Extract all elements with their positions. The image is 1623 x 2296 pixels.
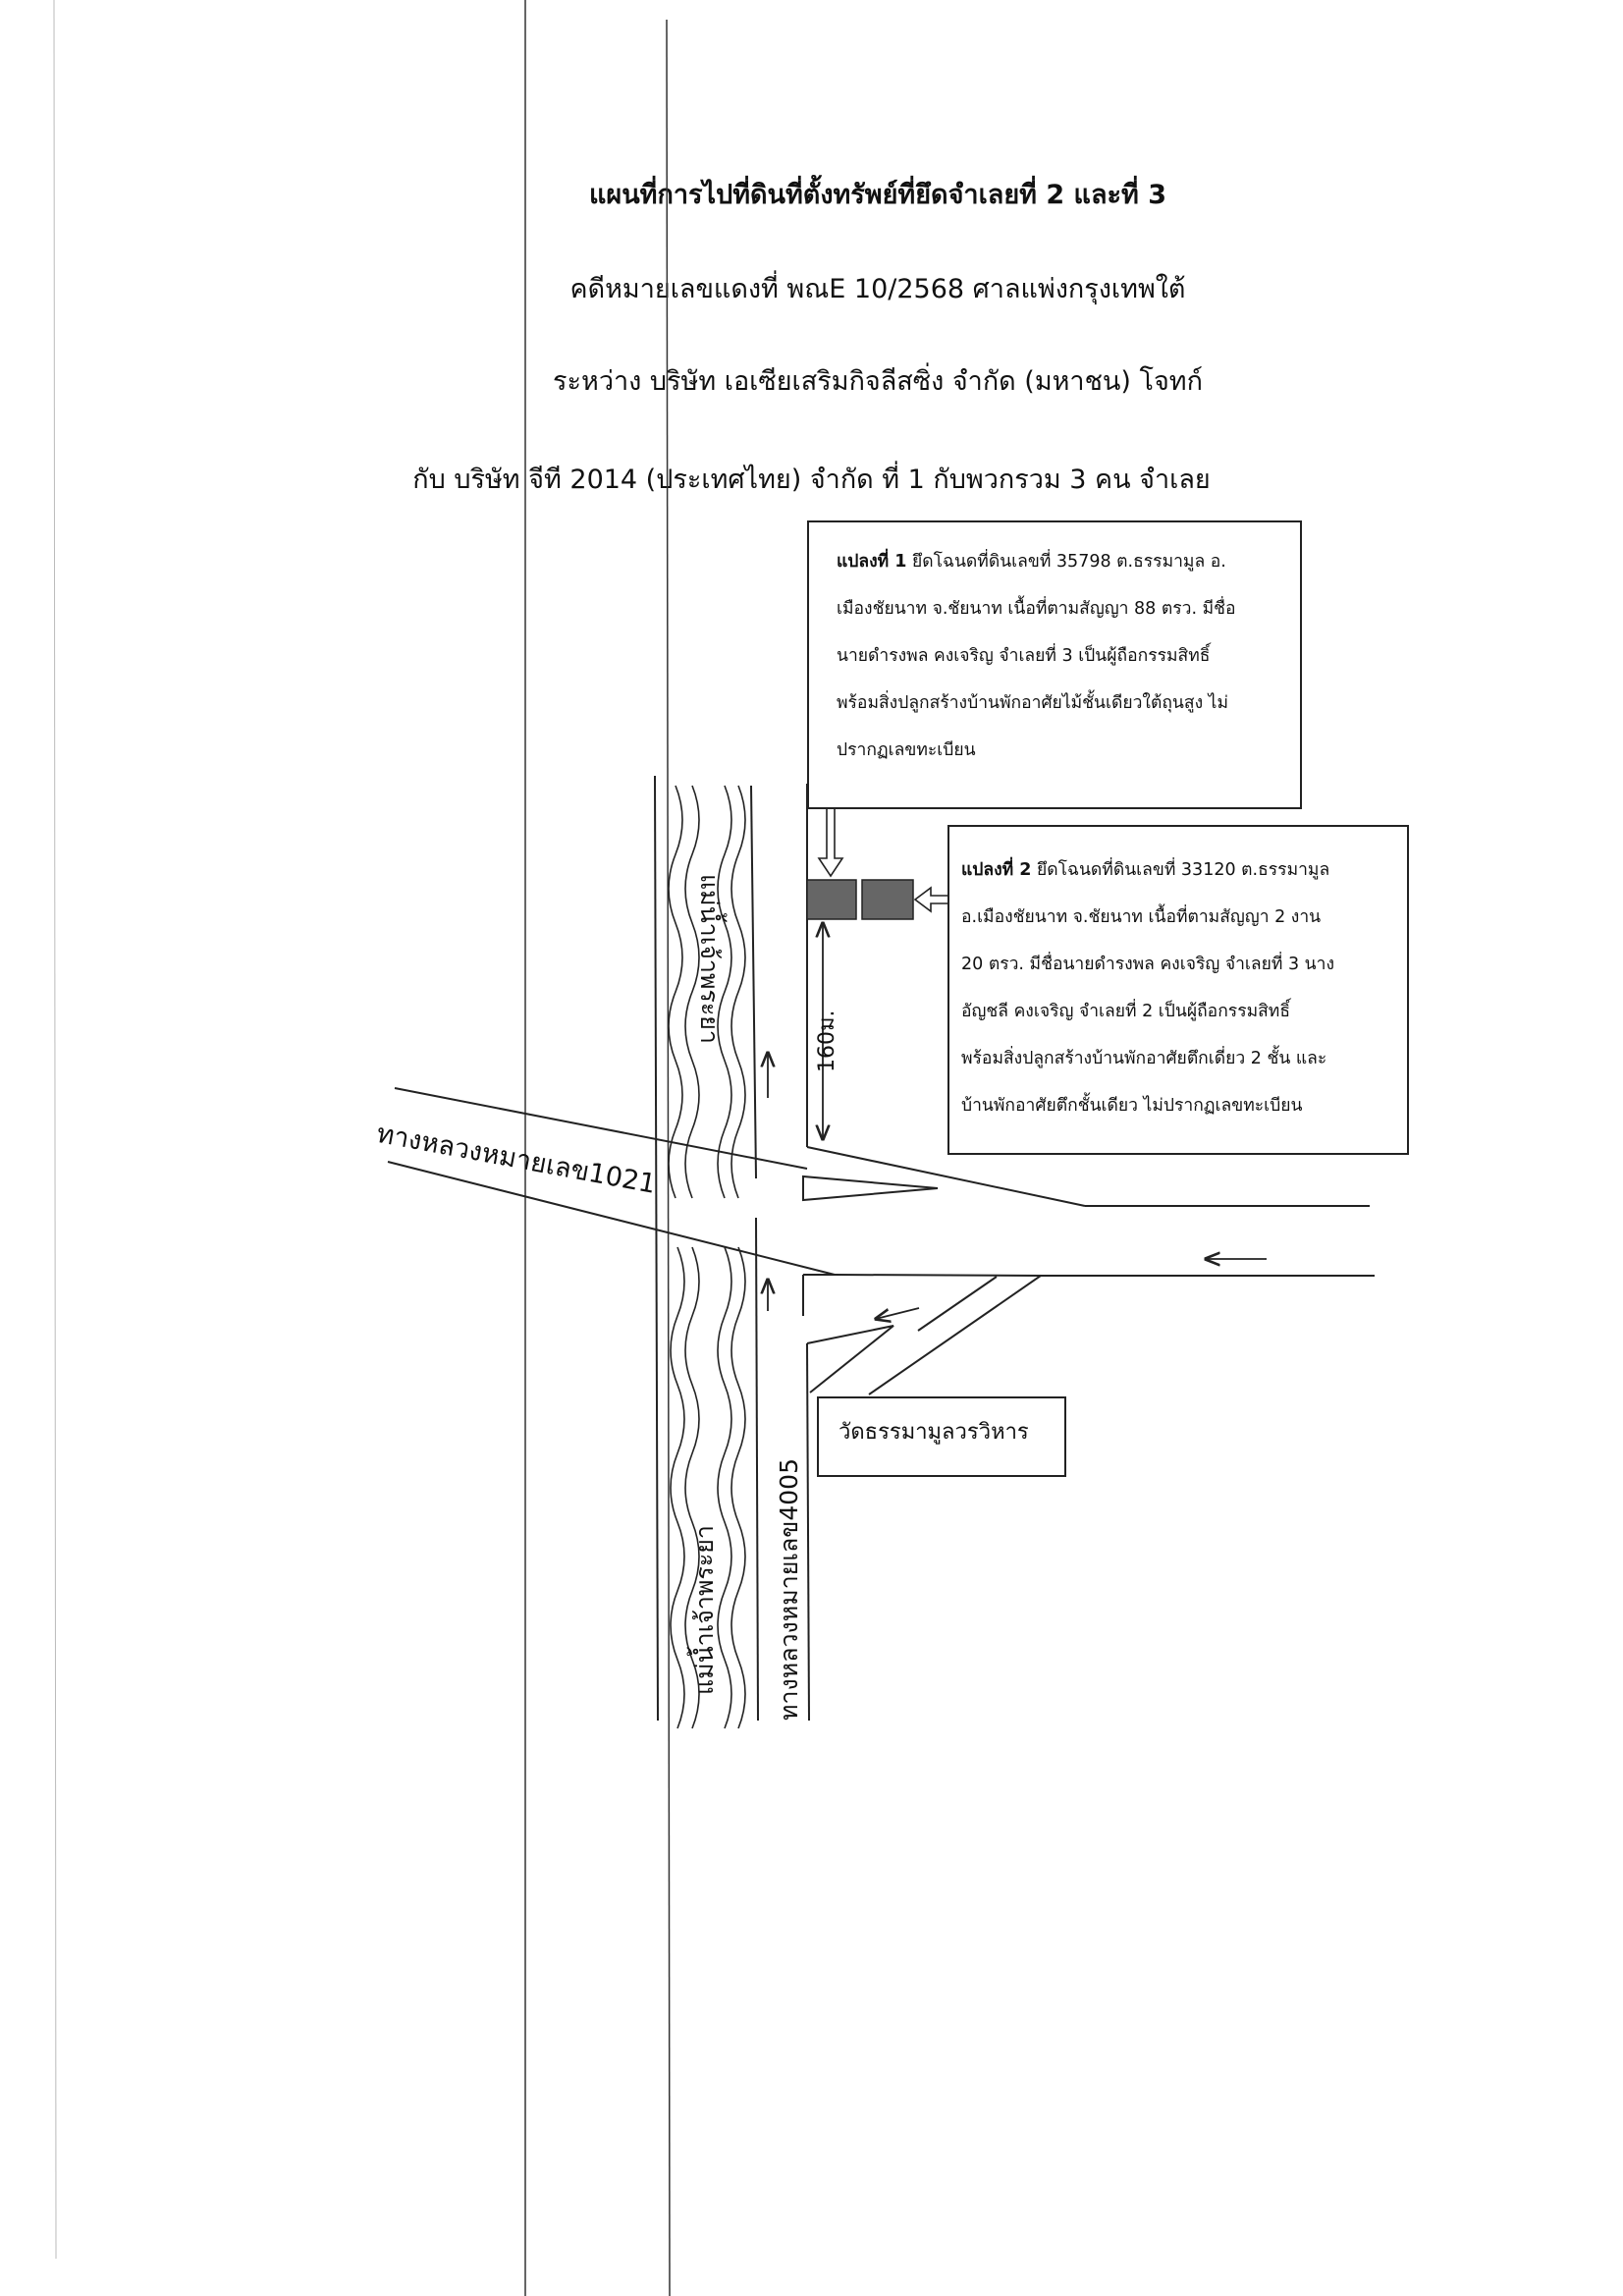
parcel-2-marker (861, 879, 914, 920)
road-1021-east-north (806, 1146, 1086, 1207)
road-4005-label: ทางหลวงหมายเลข4005 (775, 1458, 803, 1721)
scan-edge-left (53, 0, 57, 2260)
road-4005-edge-lower (806, 1342, 810, 1722)
river-wave-6 (684, 1246, 700, 1729)
plot-1-label: แปลงที่ 1 (837, 552, 907, 572)
plot-2-line-1: แปลงที่ 2 ยึดโฉนดที่ดินเลขที่ 33120 ต.ธร… (961, 860, 1330, 880)
temple-label: วัดธรรมามูลวรวิหาร (817, 1396, 1066, 1477)
plot-1-line-4: พร้อมสิ่งปลูกสร้างบ้านพักอาศัยไม้ชั้นเดี… (837, 693, 1229, 713)
river-label-lower: แม่น้ำเจ้าพระยา (690, 1525, 719, 1695)
river-wave-1 (668, 785, 683, 1199)
pointer-arrow-plot1 (817, 809, 844, 878)
defendant-line: กับ บริษัท จีที 2014 (ประเทศไทย) จำกัด ท… (412, 465, 1211, 495)
river-wave-7 (717, 1246, 732, 1729)
page-title: แผนที่การไปที่ดินที่ตั้งทรัพย์ที่ยึดจำเล… (589, 180, 1166, 210)
traffic-island (802, 1175, 939, 1202)
river-wave-2 (684, 785, 700, 1199)
plot-1-line-1: แปลงที่ 1 ยึดโฉนดที่ดินเลขที่ 35798 ต.ธร… (837, 552, 1226, 572)
river-bank-east-lower (755, 1217, 759, 1722)
road-1021-edge-north (394, 1087, 808, 1170)
pointer-arrow-plot2 (913, 886, 950, 913)
parties-line: ระหว่าง บริษัท เอเซียเสริมกิจลีสซิ่ง จำก… (553, 366, 1203, 397)
plot-1-line-3: นายดำรงพล คงเจริญ จำเลยที่ 3 เป็นผู้ถือก… (837, 646, 1211, 666)
junction-lower (806, 1325, 894, 1394)
case-number-line: คดีหมายเลขแดงที่ พณE 10/2568 ศาลแพ่งกรุง… (569, 274, 1186, 304)
river-label-upper: แม่น้ำเจ้าพระยา (695, 874, 724, 1044)
river-wave-3 (717, 785, 732, 1199)
road-1021-edge-south (387, 1161, 836, 1276)
plot-2-line-5: พร้อมสิ่งปลูกสร้างบ้านพักอาศัยตึกเดี่ยว … (961, 1049, 1327, 1068)
plot-2-line-6: บ้านพักอาศัยตึกชั้นเดียว ไม่ปรากฏเลขทะเบ… (961, 1096, 1303, 1116)
plot-2-note: แปลงที่ 2 ยึดโฉนดที่ดินเลขที่ 33120 ต.ธร… (947, 825, 1409, 1155)
distance-label: 160ม. (815, 1010, 839, 1073)
river-wave-5 (670, 1246, 685, 1729)
plot-1-line-5: ปรากฏเลขทะเบียน (837, 740, 976, 760)
plot-1-line-2: เมืองชัยนาท จ.ชัยนาท เนื้อที่ตามสัญญา 88… (837, 599, 1236, 619)
river-wave-8 (730, 1246, 746, 1729)
river-bank-west (654, 775, 659, 1722)
plot-2-line-2: อ.เมืองชัยนาท จ.ชัยนาท เนื้อที่ตามสัญญา … (961, 907, 1322, 927)
river-wave-4 (730, 785, 746, 1199)
junction-link (917, 1276, 998, 1332)
plot-2-label: แปลงที่ 2 (961, 860, 1032, 880)
plot-2-line-4: อัญชลี คงเจริญ จำเลยที่ 2 เป็นผู้ถือกรรม… (961, 1002, 1291, 1021)
arrow-to-main-road (876, 1307, 920, 1319)
river-bank-east (750, 785, 757, 1179)
parcel-1-marker (806, 879, 857, 920)
plot-1-note: แปลงที่ 1 ยึดโฉนดที่ดินเลขที่ 35798 ต.ธร… (807, 520, 1302, 809)
plot-2-line-3: 20 ตรว. มีชื่อนายดำรงพล คงเจริญ จำเลยที่… (961, 955, 1335, 974)
junction-roads (834, 1274, 1045, 1395)
